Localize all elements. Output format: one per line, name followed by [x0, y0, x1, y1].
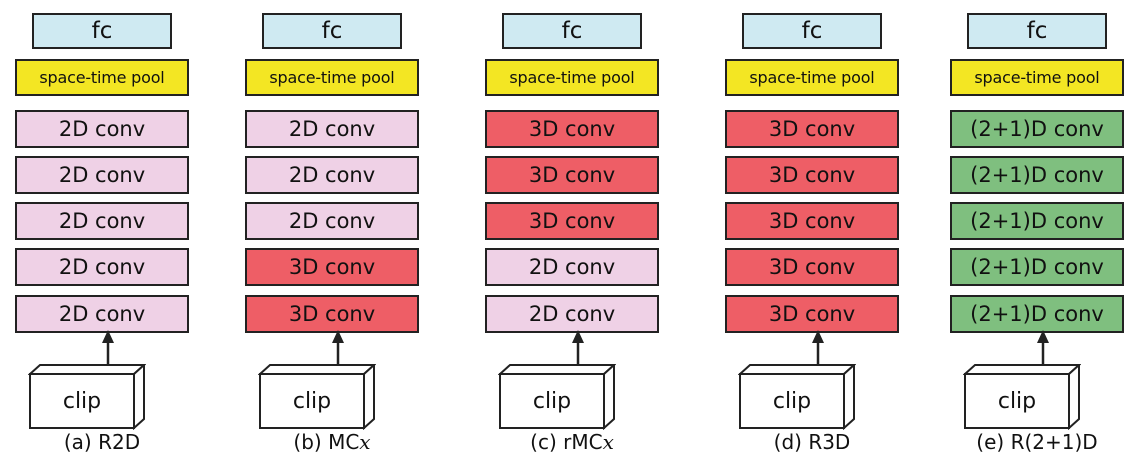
caption-text: (a) R2D — [63, 430, 141, 454]
conv-layer-box: 2D conv — [15, 156, 189, 194]
arrow-up-icon — [102, 330, 114, 364]
conv-layer-box: 3D conv — [725, 295, 899, 333]
clip-input-box: clip — [963, 364, 1081, 430]
caption-text: (c) rMC — [530, 430, 603, 454]
conv-layer-box: 2D conv — [245, 202, 419, 240]
arrow-up-icon — [572, 330, 584, 364]
conv-layer-box: 3D conv — [725, 202, 899, 240]
clip-label: clip — [293, 389, 331, 414]
conv-layer-box: 2D conv — [485, 248, 659, 286]
conv-layer-box: (2+1)D conv — [950, 156, 1124, 194]
conv-layer-box: 2D conv — [245, 110, 419, 148]
fc-layer-box: fc — [262, 13, 402, 49]
conv-layer-box: 3D conv — [245, 295, 419, 333]
clip-label: clip — [773, 389, 811, 414]
conv-layer-box: 3D conv — [725, 110, 899, 148]
conv-layer-box: 2D conv — [485, 295, 659, 333]
conv-layer-box: 3D conv — [245, 248, 419, 286]
architecture-caption: (c) rMCx — [482, 430, 662, 454]
architecture-column: fc space-time pool (2+1)D conv (2+1)D conv (… — [947, 0, 1127, 458]
clip-label: clip — [63, 389, 101, 414]
arrow-up-icon — [332, 330, 344, 364]
conv-layer-box: 2D conv — [245, 156, 419, 194]
architecture-column: fc space-time pool 3D conv 3D conv 3D conv 3D… — [722, 0, 902, 458]
conv-layer-box: (2+1)D conv — [950, 295, 1124, 333]
fc-layer-box: fc — [32, 13, 172, 49]
conv-layer-box: (2+1)D conv — [950, 110, 1124, 148]
space-time-pool-box: space-time pool — [15, 59, 189, 96]
conv-layer-box: (2+1)D conv — [950, 248, 1124, 286]
clip-label: clip — [998, 389, 1036, 414]
architecture-column: fc space-time pool 2D conv 2D conv 2D conv 3D… — [242, 0, 422, 458]
arrow-up-icon — [812, 330, 824, 364]
fc-layer-box: fc — [967, 13, 1107, 49]
conv-layer-box: 2D conv — [15, 248, 189, 286]
conv-layer-box: 2D conv — [15, 110, 189, 148]
conv-layer-box: 3D conv — [485, 110, 659, 148]
caption-text: (b) MC — [293, 430, 360, 454]
caption-variable: x — [602, 430, 614, 454]
fc-layer-box: fc — [742, 13, 882, 49]
architecture-caption: (e) R(2+1)D — [947, 430, 1127, 454]
architecture-caption: (d) R3D — [722, 430, 902, 454]
caption-text: (e) R(2+1)D — [976, 430, 1098, 454]
caption-variable: x — [359, 430, 371, 454]
conv-layer-box: 2D conv — [15, 295, 189, 333]
arrow-up-icon — [1037, 330, 1049, 364]
caption-text: (d) R3D — [773, 430, 851, 454]
clip-input-box: clip — [258, 364, 376, 430]
space-time-pool-box: space-time pool — [950, 59, 1124, 96]
space-time-pool-box: space-time pool — [485, 59, 659, 96]
clip-input-box: clip — [28, 364, 146, 430]
clip-input-box: clip — [738, 364, 856, 430]
clip-input-box: clip — [498, 364, 616, 430]
architecture-column: fc space-time pool 2D conv 2D conv 2D conv 2D… — [12, 0, 192, 458]
space-time-pool-box: space-time pool — [245, 59, 419, 96]
clip-label: clip — [533, 389, 571, 414]
fc-layer-box: fc — [502, 13, 642, 49]
conv-layer-box: (2+1)D conv — [950, 202, 1124, 240]
architecture-caption: (a) R2D — [12, 430, 192, 454]
architecture-caption: (b) MCx — [242, 430, 422, 454]
conv-layer-box: 2D conv — [15, 202, 189, 240]
conv-layer-box: 3D conv — [725, 156, 899, 194]
conv-layer-box: 3D conv — [485, 156, 659, 194]
space-time-pool-box: space-time pool — [725, 59, 899, 96]
architecture-column: fc space-time pool 3D conv 3D conv 3D conv 2D… — [482, 0, 662, 458]
conv-layer-box: 3D conv — [725, 248, 899, 286]
conv-layer-box: 3D conv — [485, 202, 659, 240]
